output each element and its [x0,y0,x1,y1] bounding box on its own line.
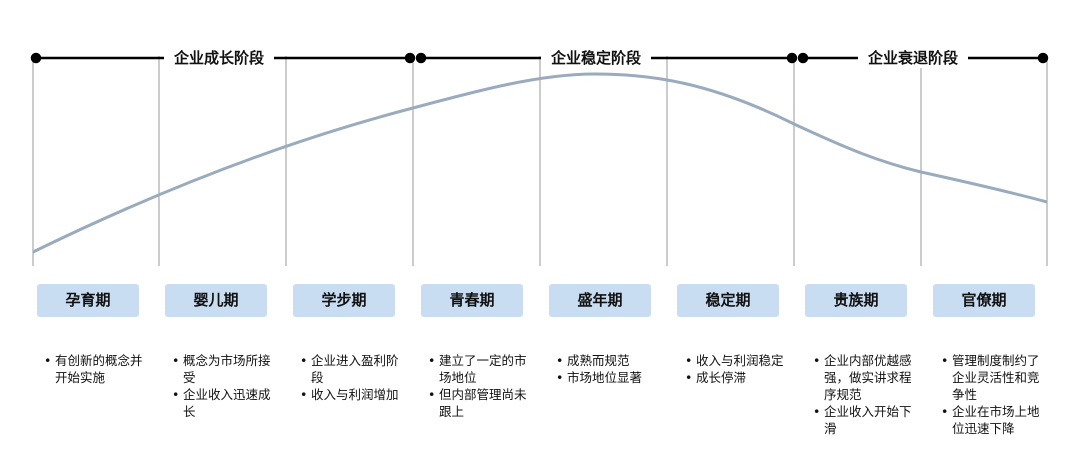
phase-desc-bureaucracy: 管理制度制约了企业灵活性和竞争性 企业在市场上地位迅速下降 [939,352,1043,437]
desc-point: 管理制度制约了企业灵活性和竞争性 [939,352,1043,403]
stage-title-decline: 企业衰退阶段 [858,48,969,68]
lifecycle-curve [32,72,1048,254]
desc-point: 收入与利润增加 [298,386,402,403]
stage-title-growth: 企业成长阶段 [164,48,275,68]
desc-point: 市场地位显著 [554,369,658,386]
phase-box-toddler: 学步期 [293,284,395,317]
phase-box-youth: 青春期 [421,284,523,317]
stage-title-stable: 企业稳定阶段 [541,48,652,68]
stage-dot-decline-start [797,52,809,64]
desc-point: 企业内部优越感强，做实讲求程序规范 [811,352,915,403]
phase-box-gestation: 孕育期 [37,284,139,317]
phase-box-prime: 盛年期 [549,284,651,317]
phase-desc-infancy: 概念为市场所接受 企业收入迅速成长 [170,352,274,420]
phase-desc-prime: 成熟而规范 市场地位显著 [554,352,658,386]
desc-point: 有创新的概念并开始实施 [42,352,146,386]
phase-desc-aristocracy: 企业内部优越感强，做实讲求程序规范 企业收入开始下滑 [811,352,915,437]
desc-point: 成熟而规范 [554,352,658,369]
phase-desc-toddler: 企业进入盈利阶段 收入与利润增加 [298,352,402,403]
desc-point: 建立了一定的市场地位 [426,352,530,386]
stage-dot-decline-end [1037,52,1049,64]
phase-box-infancy: 婴儿期 [165,284,267,317]
phase-box-stable: 稳定期 [677,284,779,317]
phase-box-aristocracy: 贵族期 [805,284,907,317]
desc-point: 但内部管理尚未跟上 [426,386,530,420]
desc-point: 企业在市场上地位迅速下降 [939,403,1043,437]
phase-box-bureaucracy: 官僚期 [933,284,1035,317]
stage-dot-growth-end [404,52,416,64]
desc-point: 企业收入迅速成长 [170,386,274,420]
phase-desc-gestation: 有创新的概念并开始实施 [42,352,146,386]
desc-point: 概念为市场所接受 [170,352,274,386]
stage-dot-growth-start [30,52,42,64]
column-dividers [32,56,1048,266]
desc-point: 成长停滞 [683,369,787,386]
desc-point: 收入与利润稳定 [683,352,787,369]
phase-desc-stable: 收入与利润稳定 成长停滞 [683,352,787,386]
phase-desc-youth: 建立了一定的市场地位 但内部管理尚未跟上 [426,352,530,420]
stage-dot-stable-end [786,52,798,64]
desc-point: 企业收入开始下滑 [811,403,915,437]
desc-point: 企业进入盈利阶段 [298,352,402,386]
stage-dot-stable-start [415,52,427,64]
